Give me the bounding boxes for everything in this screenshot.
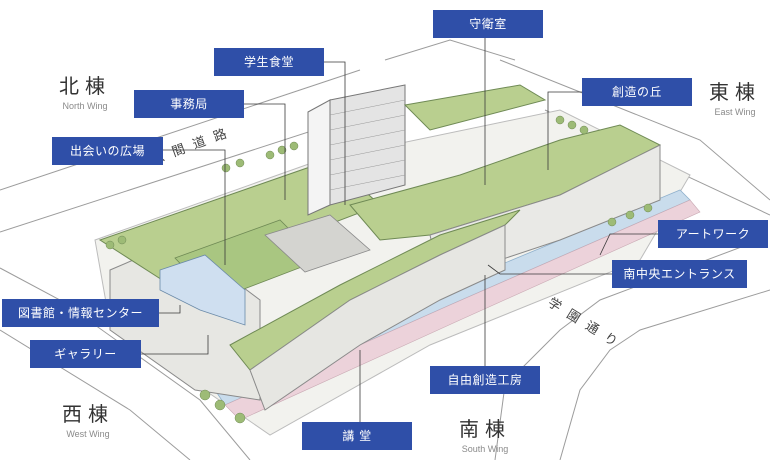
label-security-office[interactable]: 守衛室 bbox=[433, 10, 543, 38]
trees bbox=[105, 115, 653, 424]
label-library-info-center[interactable]: 図書館・情報センター bbox=[2, 299, 159, 327]
east-wing-north-roof bbox=[403, 84, 547, 131]
south-wing-label: 南棟 South Wing bbox=[450, 413, 520, 454]
label-creation-hill[interactable]: 創造の丘 bbox=[582, 78, 692, 106]
east-wing-en: East Wing bbox=[714, 107, 756, 117]
south-wing-facade bbox=[249, 224, 506, 411]
label-student-cafeteria[interactable]: 学生食堂 bbox=[214, 48, 324, 76]
east-wing-label: 東棟 East Wing bbox=[700, 76, 770, 117]
library-glass bbox=[159, 254, 246, 326]
label-meeting-plaza[interactable]: 出会いの広場 bbox=[52, 137, 163, 165]
parking-area bbox=[264, 214, 371, 273]
label-gallery[interactable]: ギャラリー bbox=[30, 340, 141, 368]
north-wing-en: North Wing bbox=[62, 101, 108, 111]
west-wing-label: 西棟 West Wing bbox=[58, 398, 118, 439]
south-wing-en: South Wing bbox=[461, 444, 509, 454]
label-artwork[interactable]: アートワーク bbox=[658, 220, 768, 248]
label-free-creation-workshop[interactable]: 自由創造工房 bbox=[430, 366, 540, 394]
label-auditorium[interactable]: 講 堂 bbox=[302, 422, 412, 450]
south-wing-jp: 南棟 bbox=[459, 417, 511, 441]
west-wing-en: West Wing bbox=[66, 429, 110, 439]
label-administration-office[interactable]: 事務局 bbox=[134, 90, 244, 118]
east-wing-jp: 東棟 bbox=[709, 80, 761, 104]
north-wing-jp: 北棟 bbox=[59, 74, 111, 98]
west-wing-jp: 西棟 bbox=[62, 402, 114, 426]
leader-lines bbox=[141, 38, 658, 422]
tower-building bbox=[307, 84, 406, 216]
label-south-central-entrance[interactable]: 南中央エントランス bbox=[612, 260, 747, 288]
north-wing-label: 北棟 North Wing bbox=[55, 70, 115, 111]
